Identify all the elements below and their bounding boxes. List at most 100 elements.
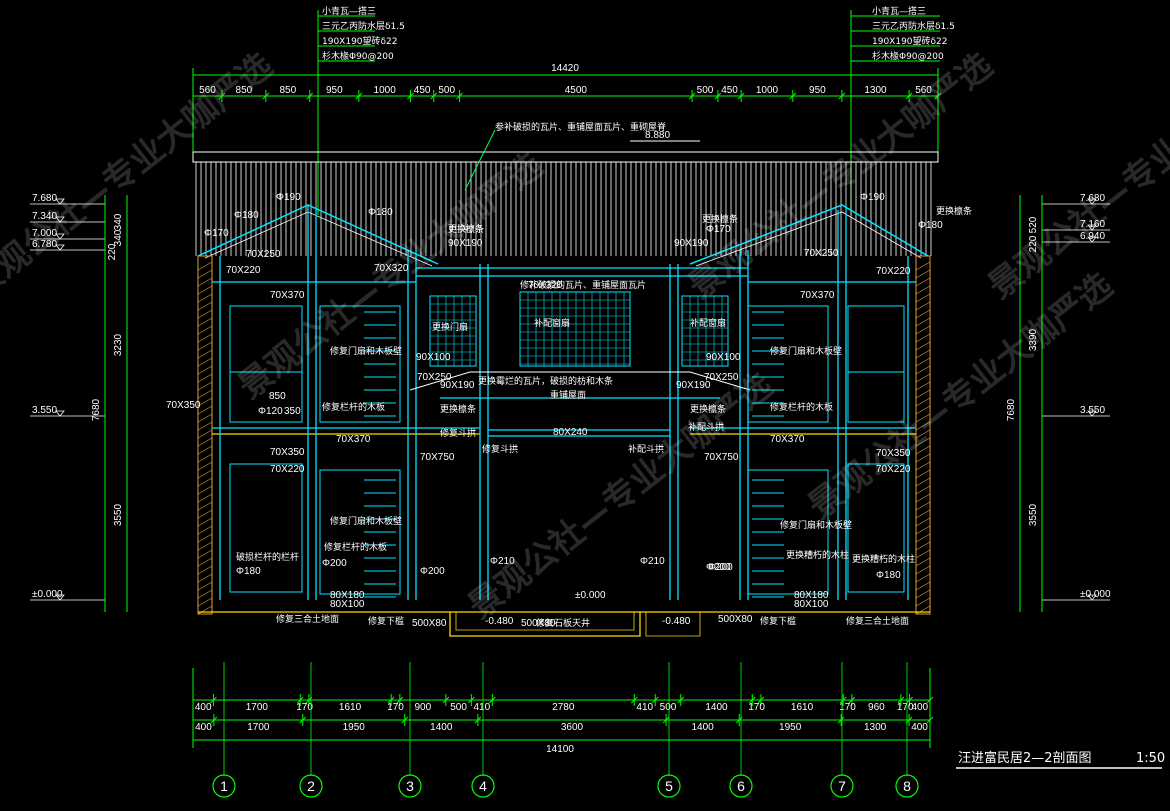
courtyard-level: ±0.000 xyxy=(575,590,606,601)
size-label-32: 70X220 xyxy=(270,464,305,475)
top-segment-12: 1300 xyxy=(864,85,887,96)
bottom-row2-6: 1950 xyxy=(779,722,802,733)
vdim-left-0: 340 xyxy=(113,213,124,230)
size-label-44: 80X180 xyxy=(330,590,365,601)
pit-level-left: -0.480 xyxy=(485,616,514,627)
size-label-34: 70X750 xyxy=(420,452,455,463)
vdim-right-0: 520 xyxy=(1028,216,1039,233)
note-right-1: 更换檩条 xyxy=(702,213,738,225)
size-label-50: 500X80 xyxy=(718,614,753,625)
size-label-8: 90X190 xyxy=(448,238,483,249)
axis-label-2: 2 xyxy=(307,778,315,794)
level-right-0: 7.680 xyxy=(1080,193,1105,204)
size-label-21: 90X190 xyxy=(440,380,475,391)
roof-spec-left-1: 小青瓦—搭三 xyxy=(322,5,376,17)
size-label-10: 90X190 xyxy=(674,238,709,249)
bottom-row1-7: 410 xyxy=(473,702,490,713)
top-segment-3: 950 xyxy=(326,85,343,96)
top-dimension-group xyxy=(192,68,942,160)
bottom-row1-4: 170 xyxy=(387,702,404,713)
ridge-level-label: 8.880 xyxy=(645,130,670,141)
size-label-24: Φ120 xyxy=(258,406,283,417)
note-right-5: 更换糟朽的木柱 xyxy=(786,549,849,561)
bottom-row1-6: 500 xyxy=(450,702,467,713)
top-segment-6: 500 xyxy=(438,85,455,96)
level-left-4: 3.550 xyxy=(32,405,57,416)
size-label-38: Φ200 xyxy=(322,558,347,569)
note-left-3: 修复门扇和木板壁 xyxy=(330,515,402,527)
level-left-3: 6.780 xyxy=(32,239,57,250)
vdim-right-3: 7680 xyxy=(1006,398,1017,421)
note-right-0: 更换檩条 xyxy=(936,205,972,217)
bottom-row2-4: 3600 xyxy=(561,722,584,733)
level-right-2: 6.940 xyxy=(1080,231,1105,242)
note-center-10: 补配斗拱 xyxy=(628,443,664,455)
roof-spec-right-2: 三元乙丙防水层δ1.5 xyxy=(872,20,955,32)
size-label-40: Φ210 xyxy=(490,556,515,567)
size-label-25: 350 xyxy=(284,406,301,417)
axis-bubble-2 xyxy=(299,774,323,798)
note-left-4: 修复栏杆的木板 xyxy=(324,541,387,553)
note-left-1: 修复门扇和木板壁 xyxy=(330,345,402,357)
note-right-2: 修复门扇和木板壁 xyxy=(770,345,842,357)
stair-treads xyxy=(364,311,784,598)
size-label-49: 500X80 xyxy=(521,618,556,629)
vdim-left-4: 7680 xyxy=(91,398,102,421)
bottom-row1-2: 170 xyxy=(296,702,313,713)
bottom-row2-3: 1400 xyxy=(430,722,453,733)
bottom-row1-15: 960 xyxy=(868,702,885,713)
note-center-9: 修复斗拱 xyxy=(440,427,476,439)
vdim-right-2: 3390 xyxy=(1028,328,1039,351)
top-segment-7: 4500 xyxy=(565,85,588,96)
bottom-row1-1: 1700 xyxy=(246,702,269,713)
roof-spec-left-2: 三元乙丙防水层δ1.5 xyxy=(322,20,405,32)
drawing-scale: 1:50 xyxy=(1136,751,1165,766)
axis-label-4: 4 xyxy=(479,778,487,794)
top-segment-2: 850 xyxy=(279,85,296,96)
note-left-5: 破损栏杆的栏杆 xyxy=(236,551,299,563)
bottom-row1-5: 900 xyxy=(414,702,431,713)
size-label-9: 70X320 xyxy=(528,280,563,291)
bottom-row1-10: 500 xyxy=(660,702,677,713)
axis-label-6: 6 xyxy=(737,778,745,794)
level-left-2: 7.000 xyxy=(32,228,57,239)
top-overall-dimension: 14420 xyxy=(551,63,579,74)
size-label-41: Φ210 xyxy=(640,556,665,567)
size-label-15: 70X370 xyxy=(800,290,835,301)
top-segment-8: 500 xyxy=(697,85,714,96)
top-segment-11: 950 xyxy=(809,85,826,96)
bottom-row1-0: 400 xyxy=(195,702,212,713)
bottom-row2-5: 1400 xyxy=(692,722,715,733)
axis-bubble-7 xyxy=(830,774,854,798)
level-right-4: ±0.000 xyxy=(1080,589,1111,600)
note-center-3: 补配窗扇 xyxy=(534,317,570,329)
bottom-row2-2: 1950 xyxy=(343,722,366,733)
level-right-3: 3.550 xyxy=(1080,405,1105,416)
level-left-0: 7.680 xyxy=(32,193,57,204)
right-exterior-wall xyxy=(915,255,931,615)
vdim-left-5: 3550 xyxy=(113,503,124,526)
roof-spec-right-4: 杉木椽Φ90@200 xyxy=(872,50,944,62)
size-label-27: 80X240 xyxy=(553,427,588,438)
size-label-23: 70X350 xyxy=(166,400,201,411)
top-segment-9: 450 xyxy=(721,85,738,96)
note-center-12: 修复石板天井 xyxy=(536,617,590,629)
size-label-7: 70X320 xyxy=(374,263,409,274)
bottom-row1-16: 170 xyxy=(897,702,914,713)
size-label-48: 500X80 xyxy=(412,618,447,629)
size-label-13: Φ190 xyxy=(860,192,885,203)
note-center-8: 更换檩条 xyxy=(690,403,726,415)
size-label-17: 90X100 xyxy=(416,352,451,363)
level-left-5: ±0.000 xyxy=(32,589,63,600)
top-segment-4: 1000 xyxy=(374,85,397,96)
note-right-8: 修复三合土地面 xyxy=(846,615,909,627)
size-label-37: Φ180 xyxy=(876,570,901,581)
bottom-row2-7: 1300 xyxy=(864,722,887,733)
size-label-28: 70X370 xyxy=(336,434,371,445)
vdim-right-1: 220 xyxy=(1028,235,1039,252)
axis-bubble-1 xyxy=(212,774,236,798)
level-left-1: 7.340 xyxy=(32,211,57,222)
size-label-29: 70X370 xyxy=(770,434,805,445)
roof-spec-right: 小青瓦—搭三 三元乙丙防水层δ1.5 190X190望砖δ22 杉木椽Φ90@2… xyxy=(850,5,955,215)
